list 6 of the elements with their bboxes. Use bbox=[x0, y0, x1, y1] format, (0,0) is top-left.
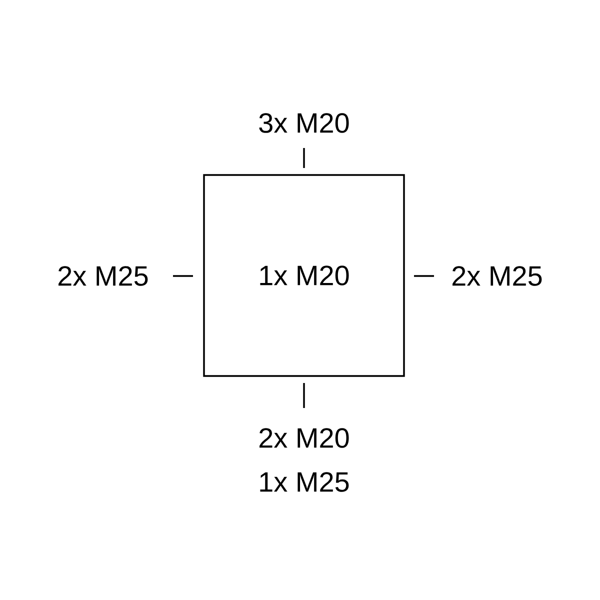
entry-label: 3x M20 bbox=[259, 113, 349, 133]
entry-label: 2x M25 bbox=[452, 266, 542, 286]
entry-label: 1x M25 bbox=[260, 472, 349, 492]
entry-label: 2x M20 bbox=[260, 428, 349, 448]
entry-label: 2x M25 bbox=[58, 266, 148, 286]
box: 1x M20 bbox=[203, 174, 405, 377]
